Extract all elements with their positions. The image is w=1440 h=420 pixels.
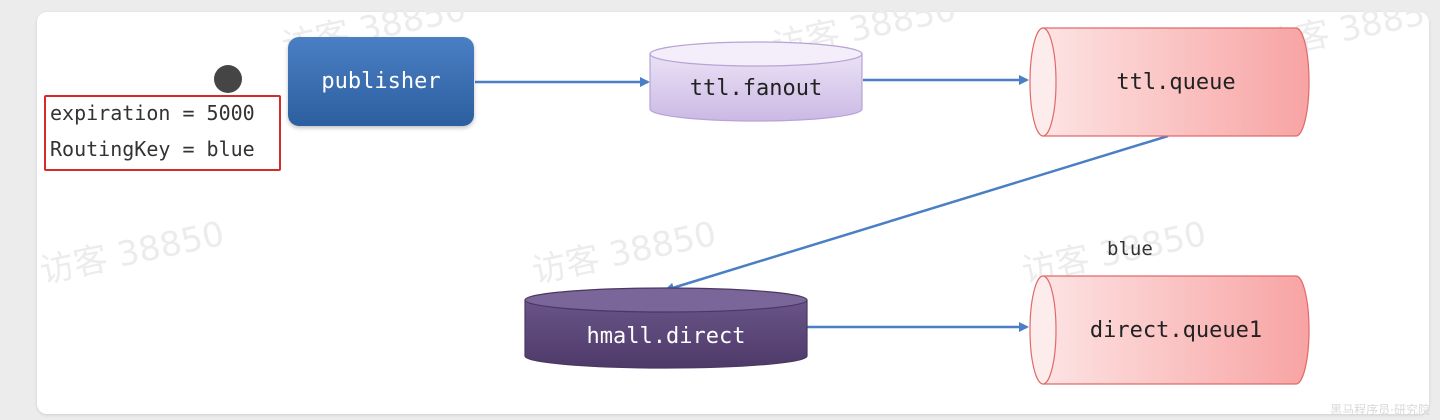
direct-queue1-label: direct.queue1 [1089,317,1263,343]
binding-key-label: blue [1107,238,1153,260]
arrow-ttl-queue-to-direct [664,134,1169,293]
message-properties-box: expiration = 5000 RoutingKey = blue [44,95,281,171]
expiration-property: expiration = 5000 [50,101,255,125]
footer-watermark: 黑马程序员·研究院 [1330,403,1430,417]
publisher-label: publisher [321,69,441,94]
hmall-direct-exchange [524,287,808,369]
ttl-queue [1029,27,1310,137]
publisher-node: publisher [288,37,474,126]
ttl-fanout-label: ttl.fanout [689,75,823,101]
message-marker-dot [214,65,242,93]
routing-key-property: RoutingKey = blue [50,137,255,161]
ttl-fanout-exchange [649,41,863,122]
hmall-direct-label: hmall.direct [586,323,746,349]
direct-queue1 [1029,275,1310,385]
ttl-queue-label: ttl.queue [1116,69,1236,95]
